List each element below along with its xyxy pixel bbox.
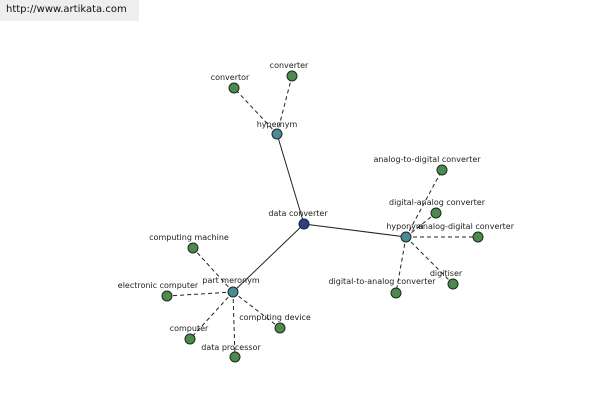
node-electronic-computer[interactable] <box>161 290 173 302</box>
node-computer[interactable] <box>184 333 196 345</box>
node-part-meronym[interactable] <box>227 286 239 298</box>
label-computer: computer <box>170 324 209 333</box>
edge-root-part-meronym <box>232 223 305 293</box>
edge-part-meronym-computing-machine <box>192 247 234 293</box>
node-data-converter[interactable] <box>298 218 310 230</box>
node-data-processor[interactable] <box>229 351 241 363</box>
url-banner: http://www.artikata.com <box>0 0 139 21</box>
edge-root-hypernym <box>276 133 305 225</box>
edge-part-meronym-electronic-computer <box>166 291 234 297</box>
edge-hyponym-digital-to-analog <box>395 236 407 294</box>
edge-root-hyponym <box>303 223 407 238</box>
node-hyponym[interactable] <box>400 231 412 243</box>
node-hypernym[interactable] <box>271 128 283 140</box>
graph-edges <box>166 75 478 358</box>
node-digital-to-analog-converter[interactable] <box>390 287 402 299</box>
label-electronic-computer: electronic computer <box>118 281 199 290</box>
node-convertor[interactable] <box>228 82 240 94</box>
node-analog-to-digital-converter[interactable] <box>436 164 448 176</box>
node-analog-digital-converter[interactable] <box>472 231 484 243</box>
edge-hypernym-convertor <box>233 87 278 135</box>
label-data-converter: data converter <box>268 209 328 218</box>
label-hyponym: hyponym <box>386 222 424 231</box>
label-data-processor: data processor <box>201 343 261 352</box>
label-part-meronym: part meronym <box>202 276 259 285</box>
label-analog-digital-converter: analog-digital converter <box>418 222 515 231</box>
label-converter: converter <box>270 61 309 70</box>
edge-part-meronym-computing-device <box>232 291 281 329</box>
edge-hyponym-analog-to-digital <box>405 169 443 238</box>
url-text[interactable]: http://www.artikata.com <box>6 4 127 15</box>
graph-labels: data converter hypernym hyponym part mer… <box>118 61 515 352</box>
edge-part-meronym-computer <box>189 291 234 340</box>
node-computing-machine[interactable] <box>187 242 199 254</box>
graph-nodes <box>161 70 484 363</box>
label-hypernym: hypernym <box>257 120 298 129</box>
label-computing-device: computing device <box>239 313 311 322</box>
edge-part-meronym-data-processor <box>232 291 236 358</box>
label-convertor: convertor <box>211 73 250 82</box>
node-converter[interactable] <box>286 70 298 82</box>
node-digital-analog-converter[interactable] <box>430 207 442 219</box>
label-digital-to-analog-converter: digital-to-analog converter <box>328 277 436 286</box>
label-analog-to-digital-converter: analog-to-digital converter <box>373 155 481 164</box>
node-digitiser[interactable] <box>447 278 459 290</box>
label-digital-analog-converter: digital-analog converter <box>389 198 486 207</box>
edge-hypernym-converter <box>276 75 293 135</box>
label-computing-machine: computing machine <box>149 233 229 242</box>
node-computing-device[interactable] <box>274 322 286 334</box>
label-digitiser: digitiser <box>430 269 463 278</box>
